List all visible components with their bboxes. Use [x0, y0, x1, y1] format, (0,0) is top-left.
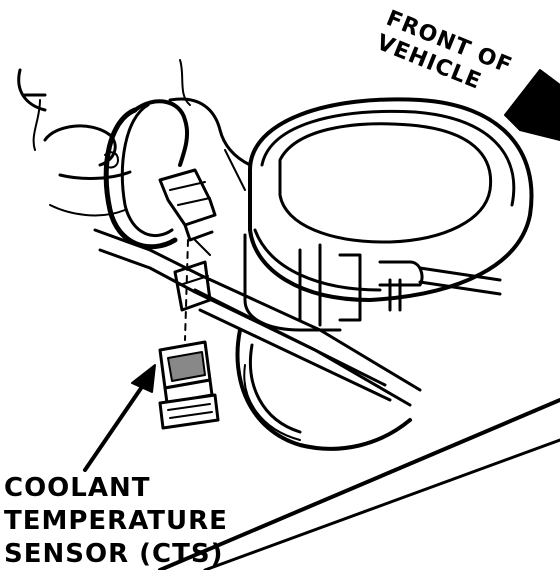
alignment-line: [184, 239, 189, 341]
sensor-callout-arrow: [83, 364, 156, 472]
lower-housing: [235, 328, 412, 451]
sensor-label-line2: TEMPERATURE: [4, 506, 228, 536]
coolant-sensor-label: COOLANT TEMPERATURE SENSOR (CTS): [4, 472, 228, 570]
sensor-label-line3: SENSOR (CTS): [4, 539, 224, 569]
harness-clip: [173, 260, 212, 312]
engine-left-fragments: [17, 59, 252, 217]
front-direction-arrow: [504, 69, 560, 141]
coolant-temperature-sensor: [158, 340, 220, 430]
sensor-label-line1: COOLANT: [4, 473, 151, 503]
wiring-harness: [103, 99, 217, 256]
air-cleaner: [248, 97, 534, 302]
